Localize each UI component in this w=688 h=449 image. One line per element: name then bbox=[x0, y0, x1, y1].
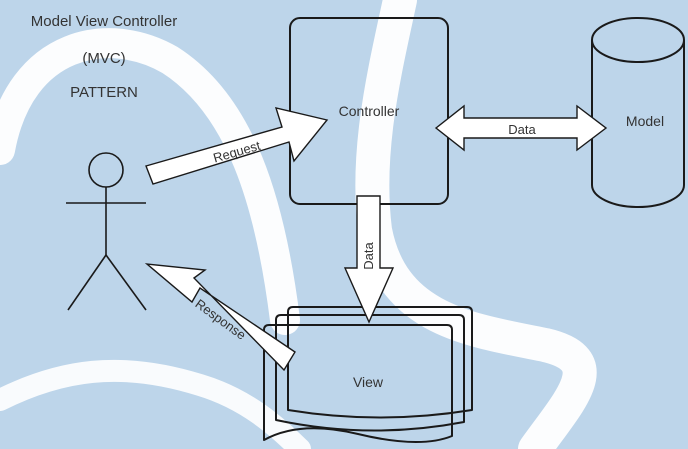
view-label: View bbox=[353, 374, 384, 390]
controller-model-data-label: Data bbox=[508, 122, 536, 137]
title-line-2: (MVC) bbox=[82, 50, 125, 67]
model-label: Model bbox=[626, 113, 664, 129]
controller-label: Controller bbox=[339, 103, 400, 119]
stick-figure-icon bbox=[66, 153, 146, 310]
title-line-3: PATTERN bbox=[70, 84, 138, 101]
model-cylinder-top bbox=[592, 18, 684, 62]
controller-view-data-label: Data bbox=[361, 242, 376, 270]
controller-model-arrow: Data bbox=[436, 106, 606, 150]
title-line-1: Model View Controller bbox=[31, 13, 177, 30]
model-node: Model bbox=[592, 18, 684, 207]
